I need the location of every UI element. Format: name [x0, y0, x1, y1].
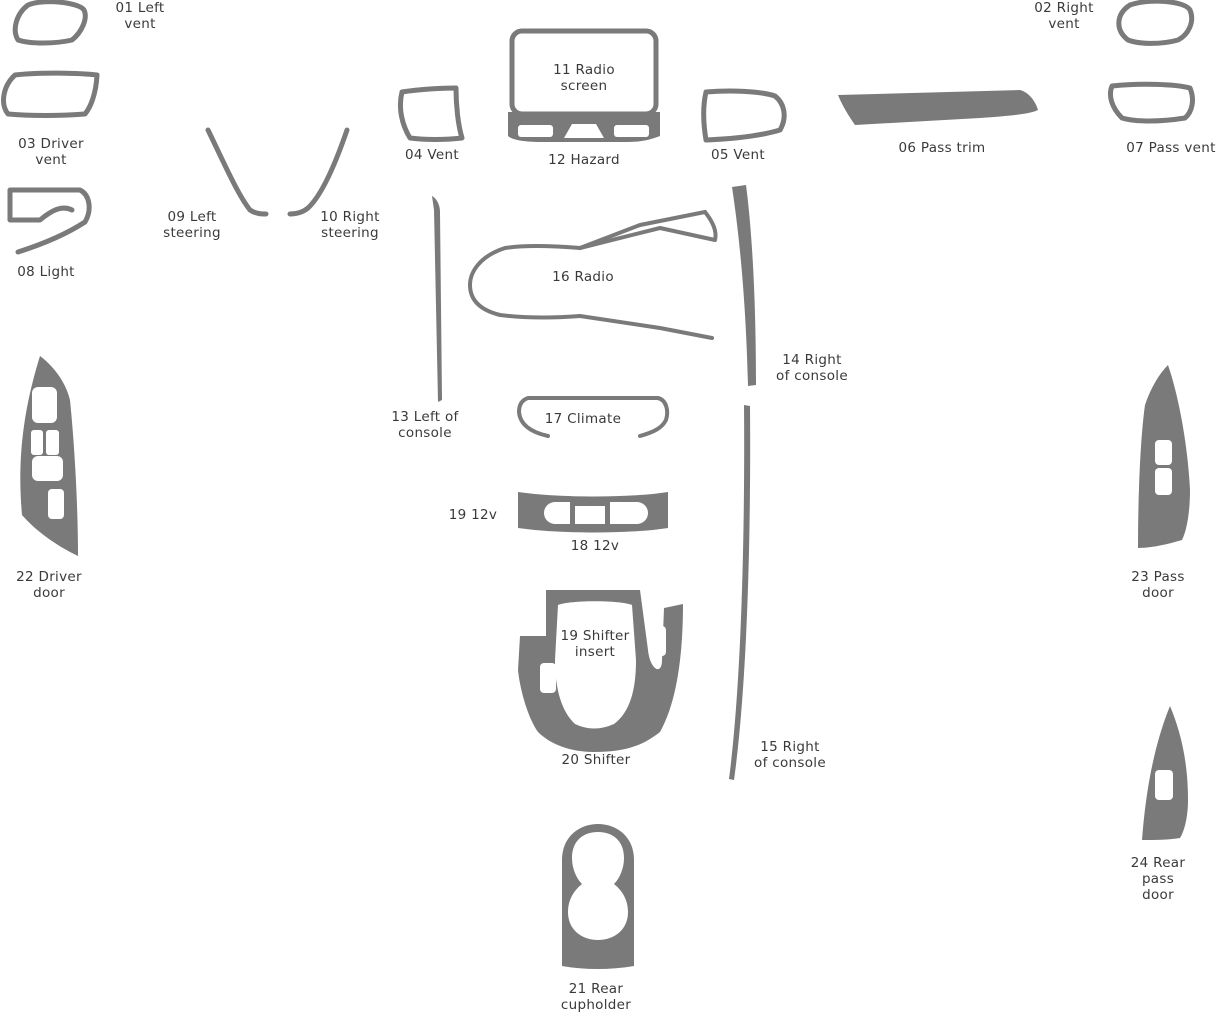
- label-16-radio: 16 Radio: [552, 269, 614, 285]
- label-08-light: 08 Light: [17, 264, 75, 280]
- part-09-left-steering: [205, 127, 269, 217]
- part-01-left-vent: [12, 0, 88, 46]
- part-19-shifter-insert-window: [555, 601, 636, 729]
- part-17-climate: [517, 396, 670, 438]
- part-06-pass-trim: [838, 90, 1038, 125]
- label-06-pass-trim: 06 Pass trim: [898, 140, 986, 156]
- part-02-right-vent: [1116, 0, 1195, 46]
- part-03-driver-vent: [1, 70, 100, 118]
- label-18-12v: 18 12v: [570, 538, 620, 554]
- part-16-radio: [468, 210, 718, 340]
- part-04-vent: [397, 85, 465, 142]
- label-17-climate: 17 Climate: [544, 411, 622, 427]
- part-14-right-of-console: [732, 185, 756, 386]
- label-07-pass-vent: 07 Pass vent: [1126, 140, 1216, 156]
- label-04-vent: 04 Vent: [405, 147, 459, 163]
- part-07-pass-vent: [1107, 81, 1195, 124]
- label-19-12v: 19 12v: [448, 507, 498, 523]
- label-12-hazard: 12 Hazard: [548, 152, 620, 168]
- part-10-right-steering: [287, 127, 350, 217]
- label-05-vent: 05 Vent: [711, 147, 765, 163]
- part-05-vent: [701, 88, 787, 143]
- label-20-shifter: 20 Shifter: [561, 752, 631, 768]
- part-08-light: [7, 187, 92, 255]
- part-15-right-of-console: [729, 405, 751, 780]
- part-13-left-of-console: [432, 196, 442, 402]
